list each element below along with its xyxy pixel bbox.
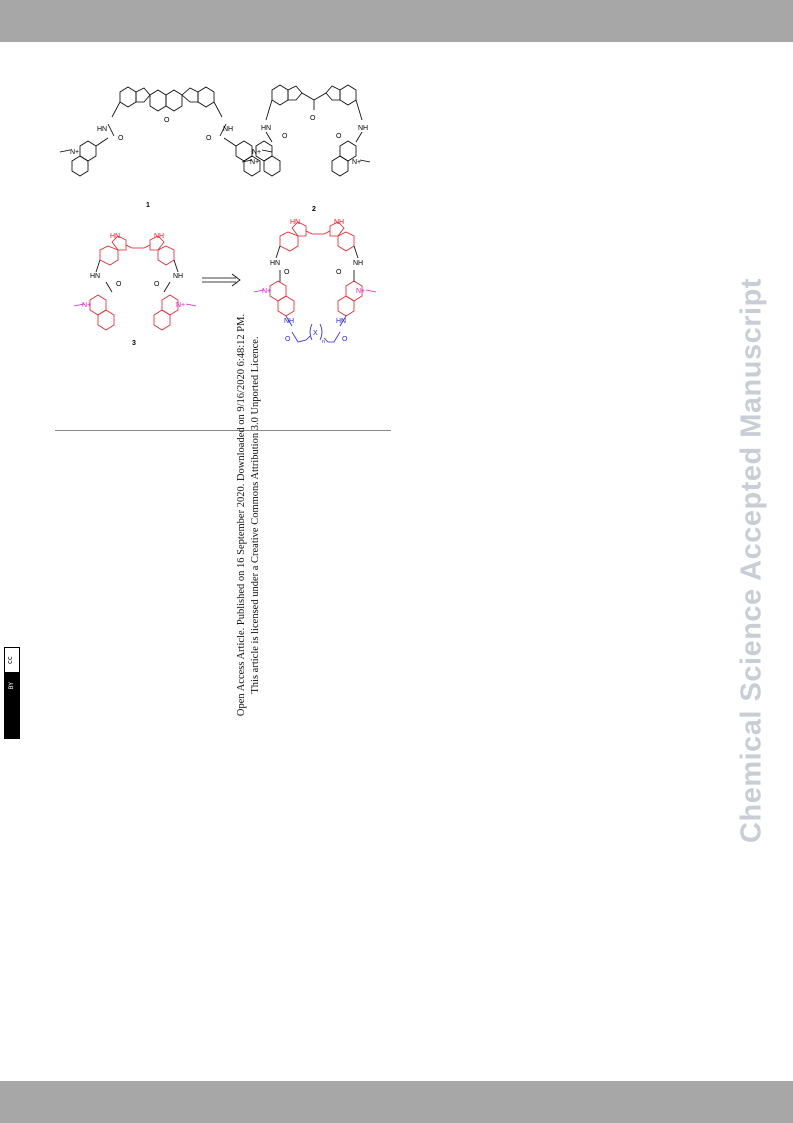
c3-nplus-left: N+ (82, 302, 91, 309)
footer-bar (0, 1081, 793, 1123)
structures-svg: HN NH O O O N+ N+ 1 HN NH O O O N+ N+ 2 (59, 84, 377, 347)
compound-label-1: 1 (146, 202, 150, 209)
c3-nh-amide: NH (173, 273, 183, 280)
mc-nh-amide: NH (353, 260, 363, 267)
c2-o-left: O (282, 133, 288, 140)
chemical-structures-figure: HN NH O O O N+ N+ 1 HN NH O O O N+ N+ 2 (40, 60, 400, 380)
compound-3 (73, 235, 197, 331)
license-line-2[interactable]: This article is licensed under a Creativ… (250, 336, 261, 694)
watermark-text: Chemical Science Accepted Manuscript (735, 278, 768, 843)
cc-icon: cc (6, 656, 14, 664)
compound-1 (59, 86, 273, 177)
mc-o-right: O (336, 269, 342, 276)
mc-nh-linker-left: NH (284, 318, 294, 325)
cc-by-badge[interactable]: cc BY (4, 647, 20, 739)
mc-nplus-left: N+ (262, 288, 271, 295)
mc-n-subscript: n (322, 339, 325, 345)
c1-o-center: O (164, 117, 170, 124)
c2-nplus-left: N+ (250, 159, 259, 166)
c2-nh-right: NH (358, 125, 368, 132)
c2-o-right: O (336, 133, 342, 140)
c1-hn-left: HN (97, 126, 107, 133)
c3-hn-amide: HN (90, 273, 100, 280)
compound-2 (241, 84, 371, 177)
mc-o-linker-left: O (285, 336, 291, 343)
mc-hn-linker-right: HN (336, 318, 346, 325)
macrocycle-target (253, 221, 377, 343)
compound-label-2: 2 (312, 206, 316, 213)
by-label: BY (8, 682, 15, 690)
badge-black-panel (5, 672, 19, 738)
mc-nh: NH (334, 219, 344, 226)
design-arrow (202, 273, 241, 287)
mc-o-linker-right: O (342, 336, 348, 343)
mc-nplus-right: N+ (356, 288, 365, 295)
header-bar (0, 0, 793, 42)
mc-hn-amide: HN (270, 260, 280, 267)
c1-nplus-left: N+ (70, 149, 79, 156)
license-line-1: Open Access Article. Published on 16 Sep… (236, 313, 247, 717)
c2-hn-left: HN (261, 125, 271, 132)
c3-nplus-right: N+ (176, 302, 185, 309)
mc-x-group: X (313, 330, 318, 337)
mc-o-left: O (284, 269, 290, 276)
mc-hn: HN (290, 219, 300, 226)
c3-hn: HN (110, 233, 120, 240)
c3-o-right: O (154, 281, 160, 288)
c1-o-right: O (206, 135, 212, 142)
c1-o-left: O (118, 135, 124, 142)
c3-o-left: O (116, 281, 122, 288)
c2-o-center: O (310, 115, 316, 122)
c3-nh: NH (154, 233, 164, 240)
c1-nplus-right: N+ (252, 149, 261, 156)
compound-label-3: 3 (132, 340, 136, 347)
figure-divider (55, 430, 391, 431)
c1-nh-right: NH (223, 126, 233, 133)
c2-nplus-right: N+ (352, 159, 361, 166)
